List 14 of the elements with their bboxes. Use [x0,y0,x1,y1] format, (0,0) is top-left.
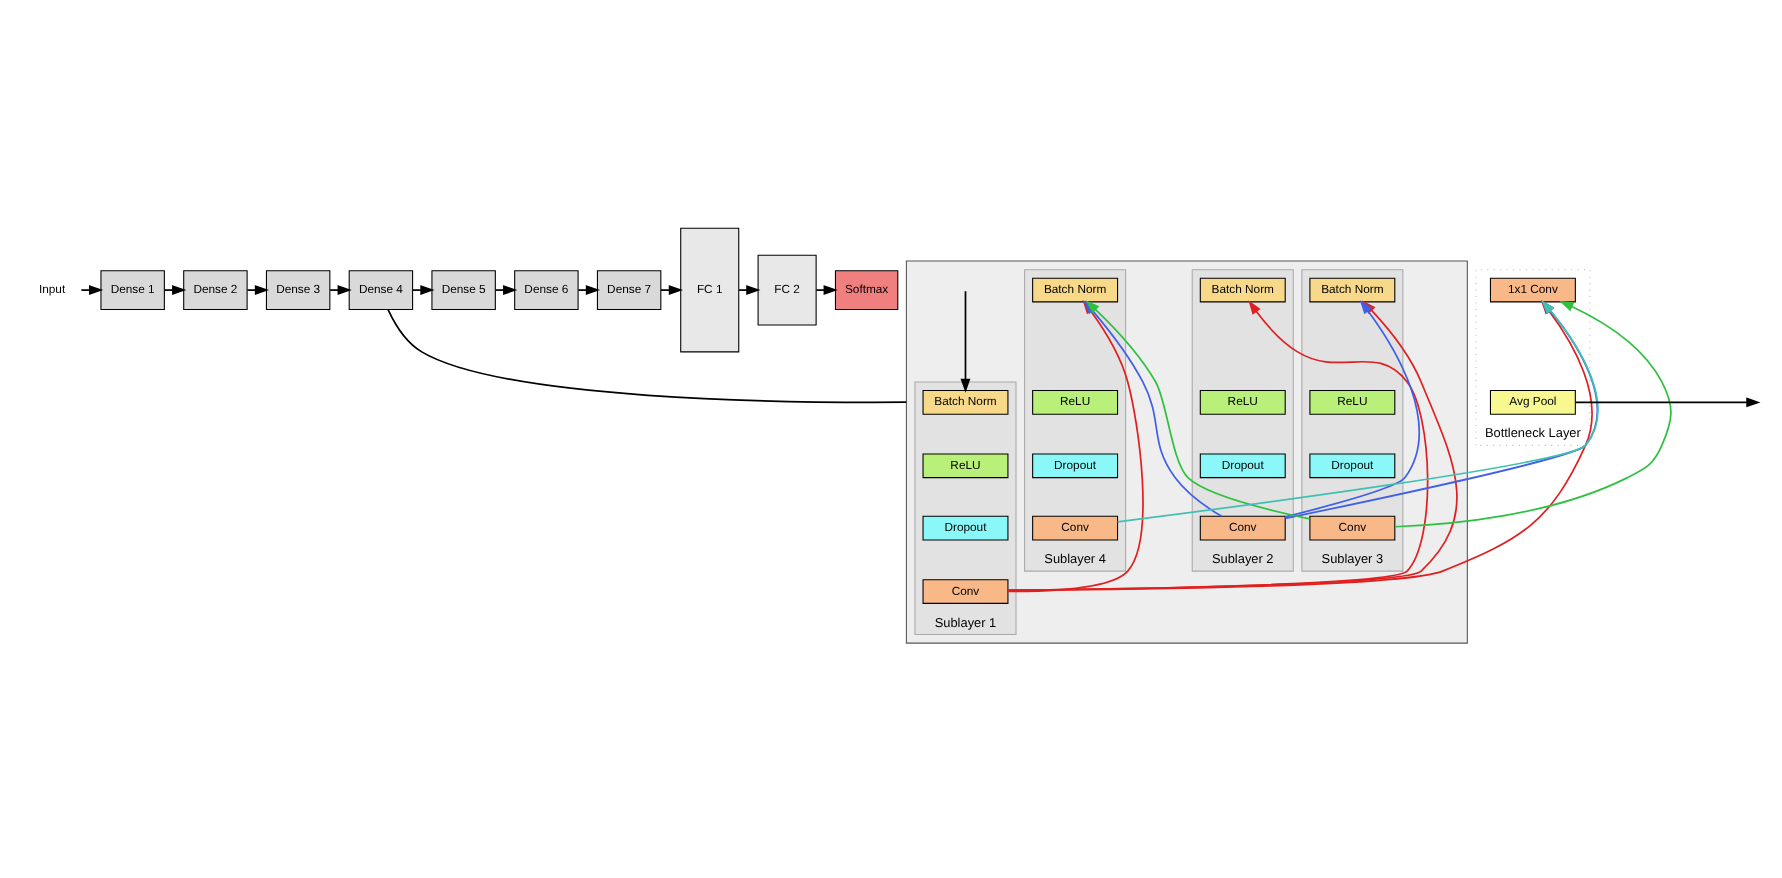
cluster [905,259,1468,643]
arrow [163,284,187,295]
arrow [815,284,838,295]
arrow [1574,396,1761,407]
arrow [494,284,518,295]
arrow [960,289,971,392]
arrow [660,284,683,295]
arrow [412,284,435,295]
arrow [329,284,352,295]
arrow [738,284,761,295]
arrow [246,284,270,295]
arrow [577,284,601,295]
connector [387,307,908,403]
arrow [80,284,104,295]
